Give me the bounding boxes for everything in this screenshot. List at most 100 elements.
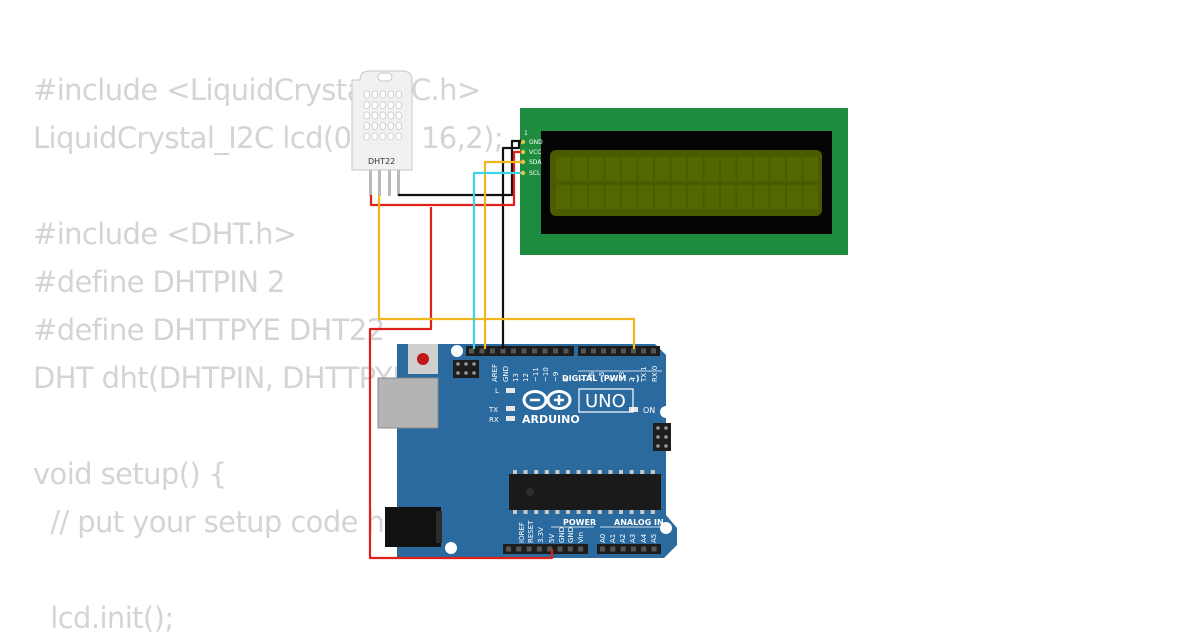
lcd-pin-label-gnd: GND	[529, 139, 543, 146]
pin-label: A4	[640, 533, 648, 543]
lcd-cell	[737, 185, 752, 209]
grille-slot	[387, 132, 394, 141]
pin-label: Vin	[577, 532, 585, 543]
lcd-cell	[655, 185, 670, 209]
arduino-logo-icon	[522, 390, 572, 410]
digital-header-left	[466, 346, 574, 356]
lcd-character-cells	[556, 157, 818, 209]
wire-vcc-lcd[interactable]	[369, 150, 521, 207]
analog-header-label: ANALOG IN	[614, 518, 664, 527]
lcd-cell	[787, 157, 802, 181]
icsp-header	[653, 423, 671, 451]
lcd-cell	[787, 185, 802, 209]
lcd-module[interactable]: 1 GND VCC SDA SCL	[520, 108, 848, 255]
lcd-cell	[803, 157, 818, 181]
code-line: void setup() {	[33, 457, 227, 491]
dht22-body	[351, 70, 413, 171]
lcd-pin-vcc[interactable]	[520, 149, 526, 155]
lcd-cell	[754, 157, 769, 181]
code-line: #define DHTPIN 2	[33, 265, 286, 299]
lcd-cell	[704, 157, 719, 181]
lcd-cell	[622, 157, 637, 181]
dht22-grille	[363, 90, 402, 141]
lcd-cell	[556, 157, 571, 181]
pin-label: 12	[522, 373, 530, 382]
pin-label: 2	[628, 378, 636, 382]
pin-label: A3	[629, 534, 637, 543]
dht22-pin-gnd[interactable]	[397, 170, 400, 196]
code-line: lcd.init();	[33, 601, 174, 635]
grille-slot	[379, 101, 386, 109]
code-line: #include <LiquidCrystal_I2C.h>	[33, 73, 481, 107]
pin-label: ~10	[542, 367, 550, 382]
dht22-pin-data[interactable]	[378, 170, 381, 196]
grille-slot	[379, 122, 386, 130]
lcd-cell	[638, 157, 653, 181]
grille-slot	[395, 90, 402, 99]
wire-sda[interactable]	[483, 160, 521, 349]
wire-scl[interactable]	[472, 171, 521, 349]
led-l	[506, 388, 515, 393]
usb-port	[377, 377, 439, 429]
lcd-pin-gnd[interactable]	[520, 139, 526, 145]
dht22-sensor[interactable]: DHT22	[351, 70, 413, 196]
grille-slot	[395, 101, 402, 109]
uno-badge	[578, 388, 634, 413]
lcd-cell	[622, 185, 637, 209]
pin-label: IOREF	[518, 522, 526, 543]
pin-label: 4	[608, 377, 616, 382]
power-header	[503, 544, 588, 554]
led-tx-label: TX	[488, 406, 498, 414]
grille-slot	[379, 90, 386, 99]
led-tx	[506, 406, 515, 411]
led-l-label: L	[495, 387, 499, 395]
pin-label: RESET	[527, 520, 535, 543]
power-header-label: POWER	[563, 518, 596, 527]
grille-slot	[387, 101, 394, 109]
reset-button-cap	[417, 353, 429, 365]
code-line: #define DHTTPYE DHT22	[33, 313, 385, 347]
digital-header-right	[578, 346, 660, 356]
lcd-cell	[803, 185, 818, 209]
pin-label: 7	[578, 378, 586, 382]
grille-slot	[363, 122, 370, 130]
lcd-cell	[704, 185, 719, 209]
lcd-pin-sda[interactable]	[520, 159, 526, 165]
lcd-pin-scl[interactable]	[520, 170, 526, 176]
mounting-hole	[445, 542, 457, 554]
led-on-label: ON	[643, 406, 655, 415]
lcd-cell	[605, 185, 620, 209]
grille-slot	[363, 101, 370, 109]
grille-slot	[387, 122, 394, 130]
pin-label: 8	[562, 378, 570, 382]
pin-label: 5V	[548, 534, 556, 543]
lcd-pin-label-1: 1	[524, 130, 528, 137]
mounting-hole	[660, 406, 672, 418]
wire-5v[interactable]	[368, 207, 554, 560]
lcd-cell	[737, 157, 752, 181]
lcd-cell	[688, 157, 703, 181]
grille-slot	[395, 122, 402, 130]
lcd-cell	[556, 185, 571, 209]
pin-label: A2	[619, 534, 627, 543]
lcd-cell	[589, 185, 604, 209]
pin-label: ~5	[598, 372, 606, 382]
pin-label: ~6	[588, 371, 596, 382]
pin-label: GND	[502, 366, 510, 382]
wire-gnd-arduino-lcd[interactable]	[501, 141, 521, 349]
led-rx	[506, 416, 515, 421]
wire-gnd-dht-lcd[interactable]	[398, 139, 521, 197]
wire-dht-data[interactable]	[377, 195, 636, 349]
pin-label: TX 1	[640, 366, 648, 383]
lcd-cell	[688, 185, 703, 209]
mounting-hole	[451, 345, 463, 357]
dht22-pin-vcc[interactable]	[369, 170, 372, 196]
dht22-pin-nc[interactable]	[388, 170, 391, 196]
pin-label: ~3	[618, 372, 626, 382]
lcd-cell	[572, 185, 587, 209]
